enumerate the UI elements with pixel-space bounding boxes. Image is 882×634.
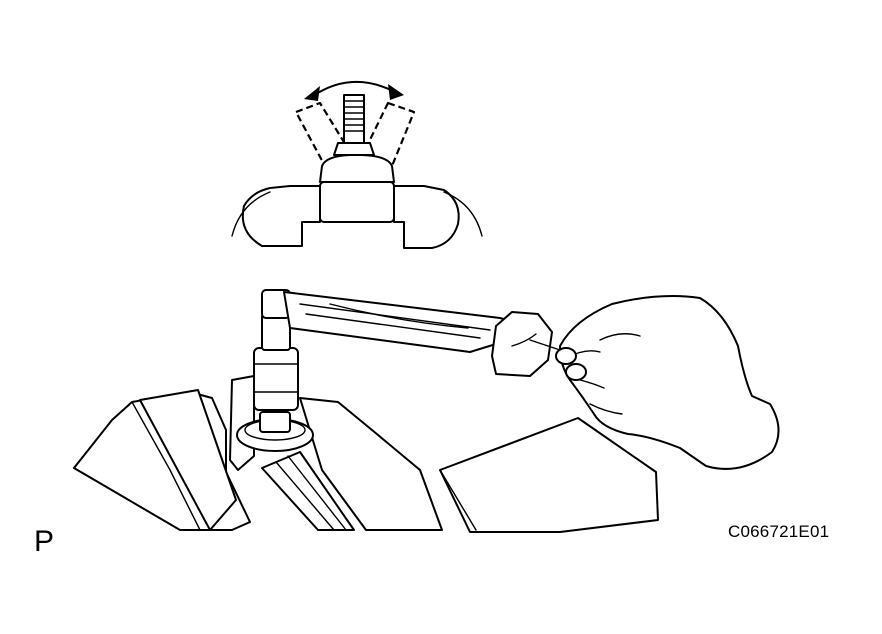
vise-assembly — [73, 375, 659, 533]
holder-right — [393, 185, 460, 249]
hand — [555, 295, 780, 470]
swing-detail — [231, 81, 483, 249]
ball-joint-stud — [333, 94, 375, 156]
swing-arrow-icon — [304, 81, 404, 101]
figure-code: C066721E01 — [728, 522, 830, 541]
torque-wrench — [261, 289, 561, 377]
ball-joint-body — [319, 154, 395, 183]
socket — [253, 347, 299, 411]
holder-left — [241, 185, 321, 247]
view-letter: P — [34, 525, 55, 558]
